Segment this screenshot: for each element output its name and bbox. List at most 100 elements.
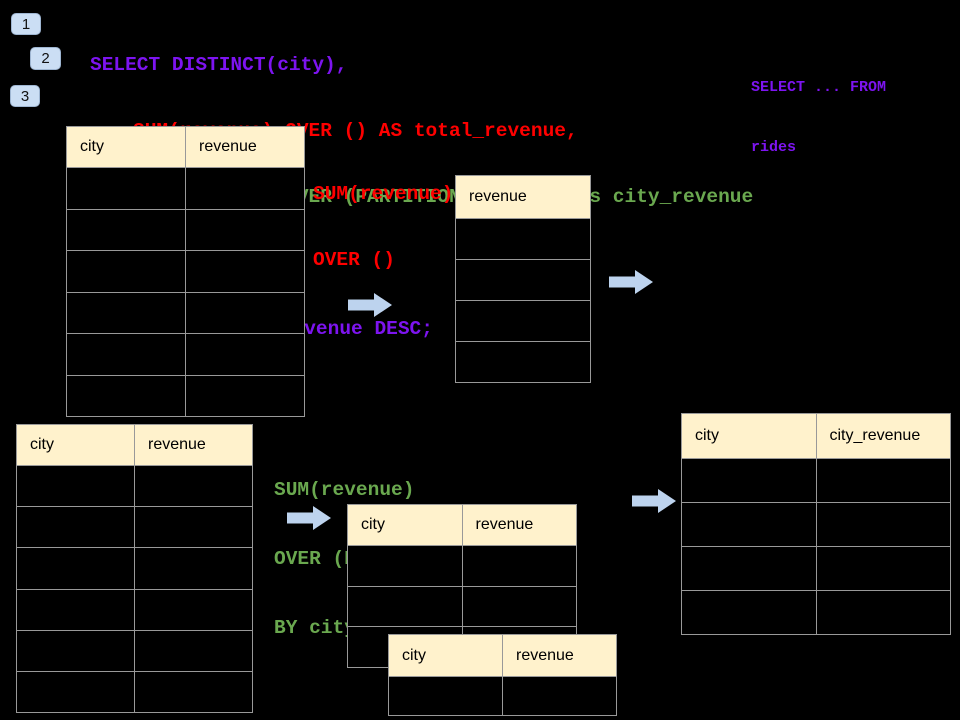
table-row <box>67 250 304 292</box>
table-cell <box>17 630 135 671</box>
table-cell <box>503 677 616 715</box>
annotation-partition-line-1: SUM(revenue) <box>274 479 415 501</box>
table-cell <box>17 548 135 589</box>
table-cell <box>186 251 304 292</box>
column-header-city: city <box>348 505 463 545</box>
table-cell <box>67 168 186 209</box>
table-row <box>17 629 252 671</box>
table-row <box>348 545 576 586</box>
table-cell <box>456 301 590 341</box>
column-header-revenue: revenue <box>475 516 534 533</box>
table-cell <box>67 251 186 292</box>
table-source-top: city revenue <box>66 126 305 417</box>
step-badge-3-label: 3 <box>20 87 30 105</box>
table-cell <box>17 466 135 507</box>
table-cell <box>135 589 252 630</box>
table-cell <box>682 459 817 502</box>
table-cell <box>348 586 463 627</box>
table-row <box>456 218 590 259</box>
table-cell <box>135 630 252 671</box>
annotation-total-line-1: SUM(revenue) <box>313 183 454 205</box>
table-row <box>17 670 252 713</box>
table-city-revenue-result: city city_revenue <box>681 413 951 635</box>
table-cell <box>135 507 252 548</box>
sql-side-note: SELECT ... FROM rides <box>751 38 886 198</box>
table-partition-b-header: city revenue <box>389 635 616 676</box>
table-row <box>67 208 304 250</box>
table-row <box>17 588 252 630</box>
table-cell <box>67 375 186 416</box>
column-header-revenue: revenue <box>469 188 527 205</box>
table-cell <box>135 548 252 589</box>
table-row <box>682 546 950 590</box>
table-cell <box>186 334 304 375</box>
table-row <box>17 506 252 548</box>
table-cell <box>67 292 186 333</box>
table-cell <box>186 292 304 333</box>
table-total-revenue-header: revenue <box>456 176 590 218</box>
table-cell <box>462 586 576 627</box>
step-badge-1-label: 1 <box>21 15 31 33</box>
column-header-revenue: revenue <box>148 436 206 453</box>
table-cell <box>17 589 135 630</box>
column-header-city: city <box>67 127 186 167</box>
table-total-revenue-result: revenue <box>455 175 591 383</box>
table-row <box>348 585 576 627</box>
table-cell <box>67 334 186 375</box>
flow-arrow-icon <box>287 506 331 530</box>
table-cell <box>135 466 252 507</box>
table-row <box>67 167 304 209</box>
table-cell <box>186 375 304 416</box>
flow-arrow-icon <box>348 293 392 317</box>
table-row <box>67 374 304 416</box>
column-header-city: city <box>17 425 135 465</box>
table-cell <box>462 546 576 586</box>
table-cell <box>682 547 817 590</box>
table-cell <box>348 546 463 586</box>
flow-arrow-icon <box>632 489 676 513</box>
table-cell <box>67 209 186 250</box>
table-cell <box>456 219 590 259</box>
sql-line-select: SELECT DISTINCT(city), <box>90 54 348 76</box>
table-cell <box>816 503 950 546</box>
table-cell <box>456 342 590 382</box>
table-cell <box>135 671 252 713</box>
table-row <box>67 291 304 333</box>
column-header-revenue: revenue <box>199 138 257 155</box>
table-cell <box>186 209 304 250</box>
table-row <box>682 458 950 502</box>
table-cell <box>816 547 950 590</box>
step-badge-2-label: 2 <box>41 50 50 67</box>
table-cell <box>816 459 950 502</box>
table-partition-step-b: city revenue <box>388 634 617 716</box>
table-source-bottom: city revenue <box>16 424 253 713</box>
table-cell <box>816 591 950 634</box>
table-cell <box>456 260 590 300</box>
table-row <box>67 333 304 375</box>
table-partition-a-header: city revenue <box>348 505 576 545</box>
step-badge-3: 3 <box>10 85 40 107</box>
table-cell <box>17 507 135 548</box>
sql-side-note-line-1: SELECT ... FROM <box>751 79 887 96</box>
table-result-header: city city_revenue <box>682 414 950 458</box>
step-badge-1: 1 <box>11 13 41 35</box>
table-row <box>389 676 616 715</box>
table-source-bottom-header: city revenue <box>17 425 252 465</box>
annotation-total-revenue: SUM(revenue) OVER () <box>313 139 453 315</box>
table-row <box>456 259 590 300</box>
table-row <box>682 590 950 634</box>
table-cell <box>186 168 304 209</box>
table-row <box>17 465 252 507</box>
table-cell <box>389 677 503 715</box>
annotation-total-line-2: OVER () <box>313 249 395 271</box>
table-row <box>17 547 252 589</box>
table-source-top-header: city revenue <box>67 127 304 167</box>
column-header-city: city <box>389 635 503 676</box>
table-cell <box>17 671 135 713</box>
table-row <box>682 502 950 546</box>
table-cell <box>682 503 817 546</box>
column-header-revenue: revenue <box>516 646 574 664</box>
step-badge-2: 2 <box>30 47 61 70</box>
table-row <box>456 300 590 341</box>
